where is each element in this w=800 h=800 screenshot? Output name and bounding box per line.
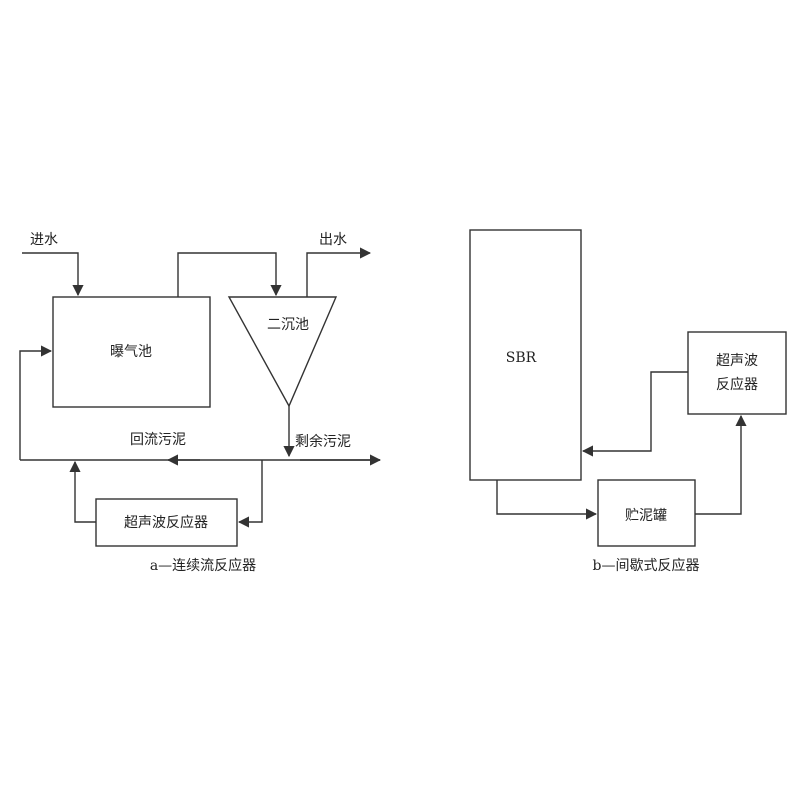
inflow-line: [22, 252, 84, 297]
return-to-tank-line: [19, 345, 53, 460]
outflow-label: 出水: [319, 232, 347, 248]
diagram-a: 进水 曝气池 二沉池 出水 回流污泥 剩余污泥 超声波反应器 a—连续流反应器: [19, 232, 382, 574]
diagram-b: SBR 超声波 反应器 贮泥罐 b—间歇式反应器: [469, 229, 787, 574]
caption-b: b—间歇式反应器: [593, 557, 700, 574]
ultrasonic-to-return-line: [69, 460, 96, 523]
ultrasonic-reactor-box-b: [687, 331, 787, 415]
excess-sludge-label: 剩余污泥: [295, 433, 351, 450]
sludge-tank-box: [597, 479, 696, 547]
sludge-tank-to-ultrasonic-line: [695, 414, 747, 515]
ultrasonic-reactor-label-b-line1: 超声波: [716, 353, 758, 369]
sbr-to-sludge-tank-line: [496, 480, 598, 520]
aeration-tank-label: 曝气池: [110, 344, 152, 360]
inflow-label: 进水: [30, 232, 58, 248]
sludge-to-ultrasonic-line: [237, 460, 263, 528]
ultrasonic-reactor-box-a: [95, 498, 238, 547]
ultrasonic-reactor-label-b-line2: 反应器: [716, 376, 758, 393]
secondary-clarifier-label: 二沉池: [267, 317, 309, 333]
tank-to-clarifier-line: [177, 252, 282, 297]
ultrasonic-to-sbr-line: [581, 371, 688, 457]
outflow-line: [306, 247, 372, 297]
return-sludge-label: 回流污泥: [130, 432, 186, 448]
secondary-clarifier-shape: [227, 296, 338, 408]
aeration-tank-box: [52, 296, 211, 408]
sludge-tank-label: 贮泥罐: [625, 508, 667, 524]
sbr-box: [469, 229, 582, 481]
caption-a: a—连续流反应器: [150, 557, 256, 574]
ultrasonic-reactor-label-a: 超声波反应器: [124, 514, 208, 531]
sbr-label: SBR: [506, 350, 537, 366]
